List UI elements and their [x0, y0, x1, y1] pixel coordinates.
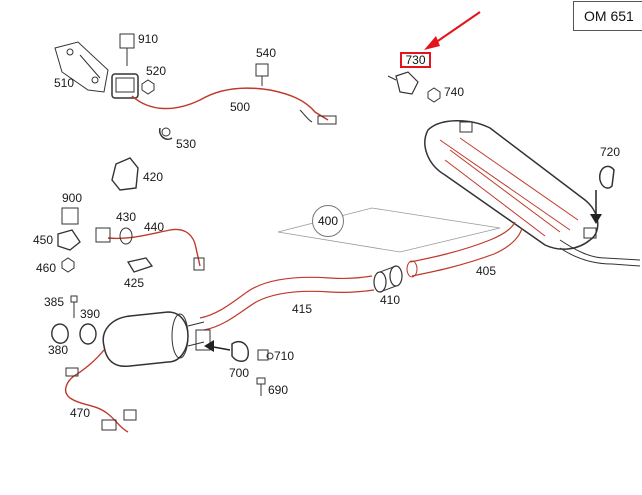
- label-740[interactable]: 740: [444, 85, 465, 99]
- highlight-arrow: [424, 11, 481, 50]
- clip-540[interactable]: [255, 63, 269, 86]
- bracket-700[interactable]: [204, 340, 249, 362]
- washer-430[interactable]: [119, 227, 133, 245]
- label-425[interactable]: 425: [124, 276, 145, 290]
- cable-440[interactable]: [95, 227, 205, 271]
- label-710[interactable]: 710: [274, 349, 295, 363]
- assembly-label-400[interactable]: 400: [312, 205, 344, 237]
- sensor-module[interactable]: [111, 73, 139, 99]
- sensor-900[interactable]: [61, 207, 79, 225]
- label-910[interactable]: 910: [138, 32, 159, 46]
- label-415[interactable]: 415: [292, 302, 313, 316]
- cable-500[interactable]: [131, 87, 337, 125]
- nut-460[interactable]: [61, 257, 75, 273]
- label-540[interactable]: 540: [256, 46, 277, 60]
- label-470[interactable]: 470: [70, 406, 91, 420]
- clamp-410[interactable]: [373, 265, 403, 293]
- sensor-910[interactable]: [119, 33, 135, 66]
- bracket-730[interactable]: [387, 71, 419, 95]
- pipe-415[interactable]: [199, 275, 375, 331]
- label-530[interactable]: 530: [176, 137, 197, 151]
- label-460[interactable]: 460: [36, 261, 57, 275]
- label-510[interactable]: 510: [54, 76, 75, 90]
- label-450[interactable]: 450: [33, 233, 54, 247]
- label-405[interactable]: 405: [476, 264, 497, 278]
- nut-740[interactable]: [427, 87, 441, 103]
- gasket-390[interactable]: [79, 323, 97, 345]
- engine-code-label: OM 651: [573, 1, 642, 31]
- nut-520[interactable]: [141, 79, 155, 95]
- label-420[interactable]: 420: [143, 170, 164, 184]
- label-390[interactable]: 390: [80, 307, 101, 321]
- muffler[interactable]: [424, 120, 641, 267]
- label-690[interactable]: 690: [268, 383, 289, 397]
- fastener-710[interactable]: [257, 349, 274, 361]
- label-520[interactable]: 520: [146, 64, 167, 78]
- catalytic-converter[interactable]: [102, 311, 211, 368]
- assembly-400-outline: [277, 207, 501, 253]
- label-720[interactable]: 720: [600, 145, 621, 159]
- label-440[interactable]: 440: [144, 220, 165, 234]
- pipe-405[interactable]: [406, 221, 523, 278]
- label-900[interactable]: 900: [62, 191, 83, 205]
- label-500[interactable]: 500: [230, 100, 251, 114]
- mount-420[interactable]: [111, 157, 139, 191]
- label-700[interactable]: 700: [229, 366, 250, 380]
- clamp-380[interactable]: [51, 323, 69, 344]
- bolt-385[interactable]: [70, 295, 78, 318]
- bolt-690[interactable]: [256, 377, 266, 396]
- cable-470[interactable]: [64, 349, 137, 433]
- label-410[interactable]: 410: [380, 293, 401, 307]
- highlighted-part-730[interactable]: 730: [400, 52, 431, 68]
- label-385[interactable]: 385: [44, 295, 65, 309]
- clip-425[interactable]: [126, 257, 154, 273]
- clip-530[interactable]: [158, 127, 173, 140]
- hanger-720[interactable]: [590, 165, 615, 224]
- label-430[interactable]: 430: [116, 210, 137, 224]
- bracket-510[interactable]: [54, 41, 109, 93]
- bracket-450[interactable]: [57, 229, 81, 251]
- label-380[interactable]: 380: [48, 343, 69, 357]
